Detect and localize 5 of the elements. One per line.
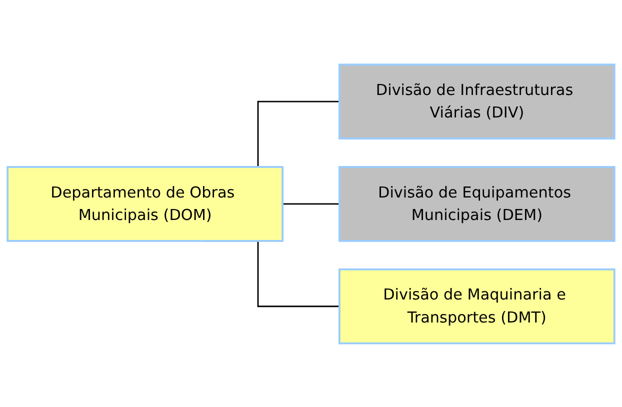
node-box: Divisão de Maquinaria e Transportes (DMT) — [338, 268, 616, 344]
connector — [282, 202, 340, 204]
node-box: Divisão de Equipamentos Municipais (DEM) — [338, 166, 616, 242]
node-box: Divisão de Infraestruturas Viárias (DIV) — [338, 63, 616, 140]
node-box: Departamento de Obras Municipais (DOM) — [6, 166, 284, 242]
